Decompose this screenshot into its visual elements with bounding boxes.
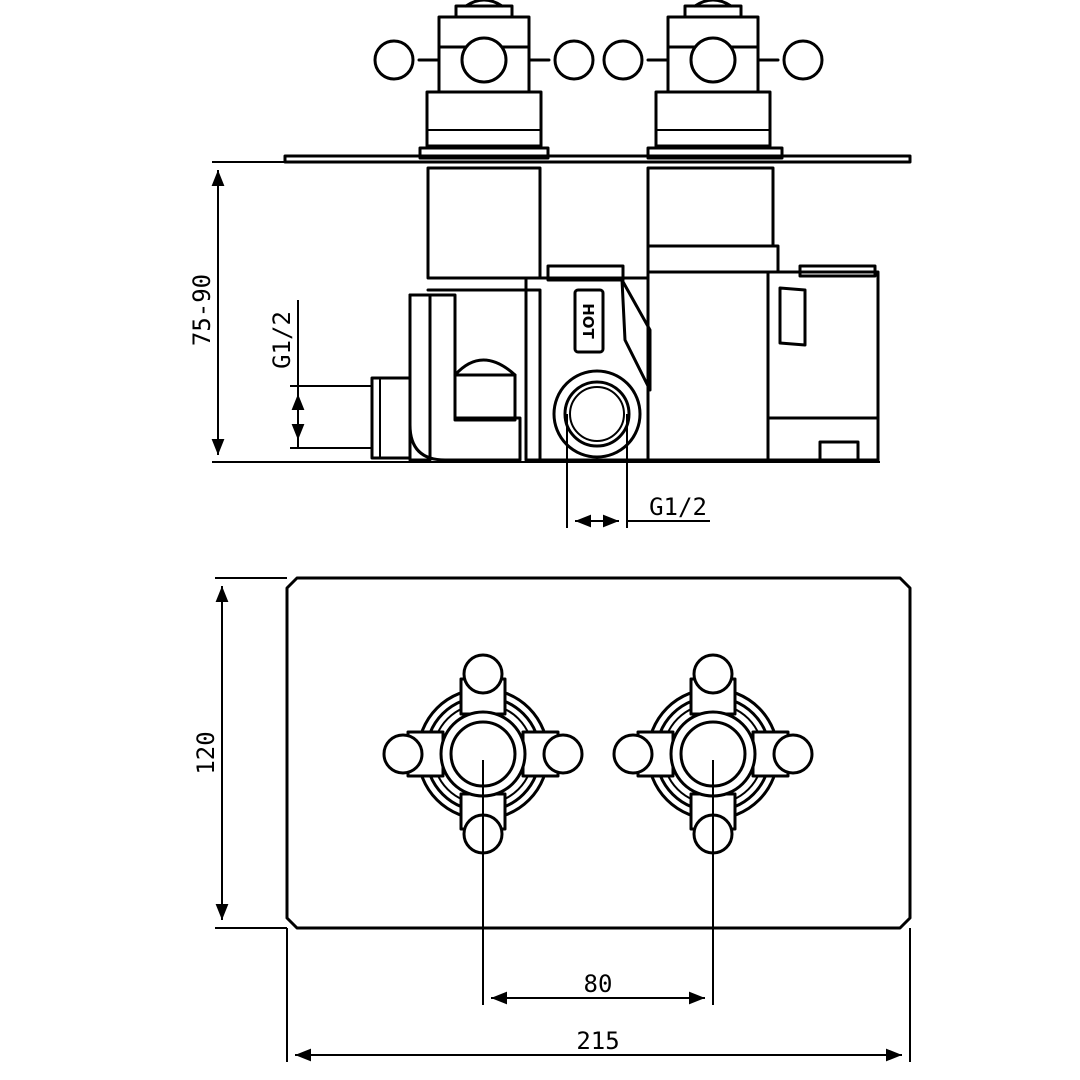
width-label: 215 xyxy=(576,1027,619,1055)
dimension-bottom-inlet: G1/2 xyxy=(566,414,710,528)
dimension-depth: 75-90 xyxy=(188,161,880,463)
height-label: 120 xyxy=(192,731,220,774)
side-handle-left xyxy=(373,0,595,148)
valve-body: HOT xyxy=(408,166,880,462)
dimension-left-inlet: G1/2 xyxy=(268,300,372,449)
bottom-inlet xyxy=(552,369,642,459)
front-view: 120 80 215 xyxy=(192,576,912,1062)
dimension-width: 215 xyxy=(286,928,911,1062)
dimension-spacing: 80 xyxy=(482,760,714,1005)
hot-tag xyxy=(573,288,605,354)
left-inlet-label: G1/2 xyxy=(268,311,296,369)
front-plate xyxy=(285,576,912,930)
side-handle-right xyxy=(602,0,824,148)
bottom-inlet-label: G1/2 xyxy=(649,493,707,521)
wall-plate xyxy=(283,154,912,164)
left-inlet-elbow xyxy=(370,293,522,462)
depth-label: 75-90 xyxy=(188,274,216,346)
hot-label: HOT xyxy=(579,303,597,339)
dimension-height: 120 xyxy=(192,577,287,929)
spacing-label: 80 xyxy=(584,970,613,998)
side-view: HOT 75-90 xyxy=(188,0,912,528)
